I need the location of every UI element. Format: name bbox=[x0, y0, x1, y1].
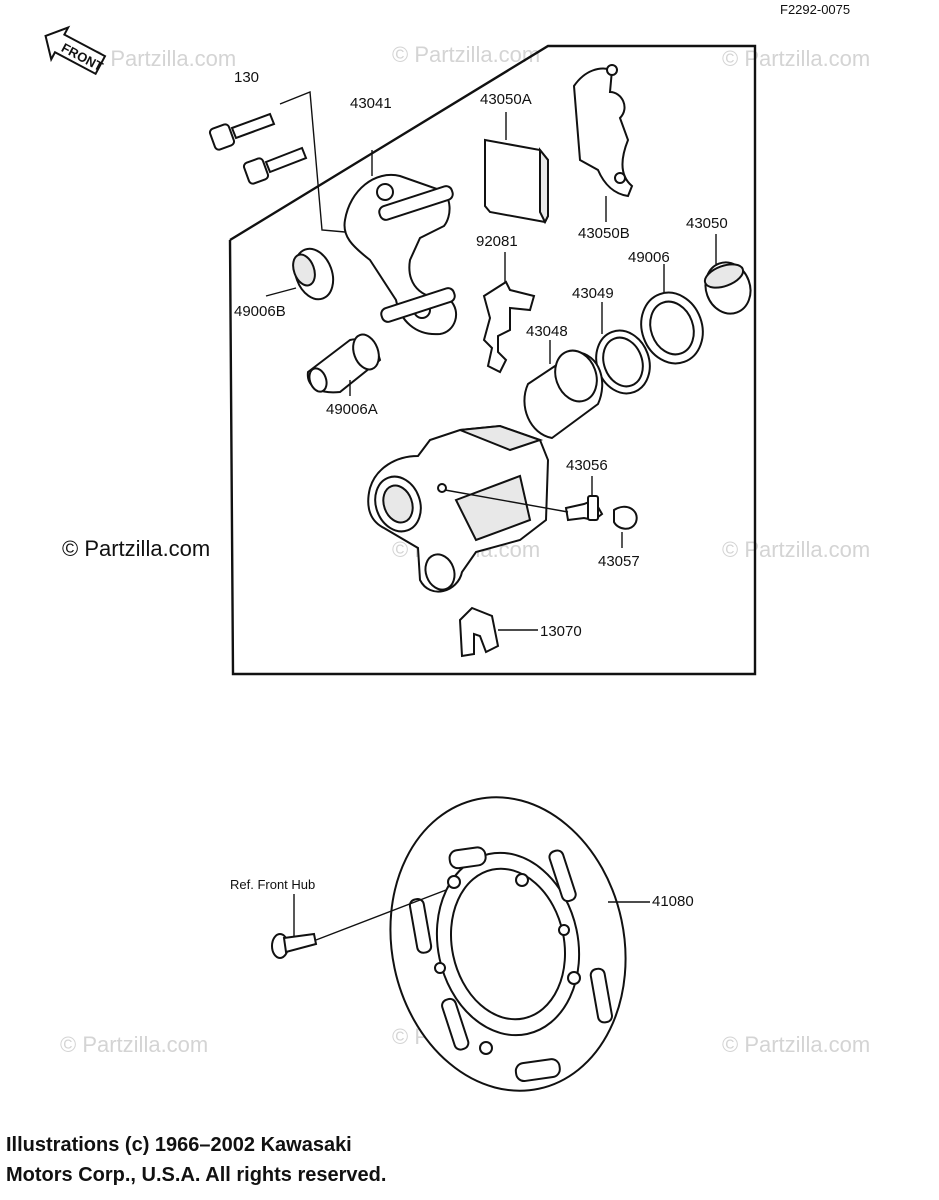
watermark-text: © Partzilla.com bbox=[722, 1032, 870, 1057]
part-49006b-label: 49006B bbox=[234, 303, 286, 320]
part-43041-label: 43041 bbox=[350, 95, 392, 112]
boot-49006a bbox=[306, 333, 382, 394]
watermark-text: © Partzilla.com bbox=[392, 42, 540, 67]
seal-49006 bbox=[640, 291, 704, 365]
part-13070-label: 13070 bbox=[540, 623, 582, 640]
leader-ref-front-hub-axis bbox=[315, 889, 447, 941]
part-49006a-label: 49006A bbox=[326, 401, 378, 418]
part-43057-label: 43057 bbox=[598, 553, 640, 570]
part-41080-label: 41080 bbox=[652, 893, 694, 910]
leader-130 bbox=[279, 90, 346, 233]
bleeder-43056 bbox=[564, 495, 604, 522]
part-49006-label: 49006 bbox=[628, 249, 670, 266]
part-43048-label: 43048 bbox=[526, 323, 568, 340]
seal-43049 bbox=[595, 329, 651, 395]
part-43050a-label: 43050A bbox=[480, 91, 532, 108]
footer-line-1: Illustrations (c) 1966–2002 Kawasaki bbox=[6, 1134, 352, 1156]
disc-screw bbox=[271, 932, 318, 959]
clip-92081 bbox=[482, 280, 536, 374]
caliper-body bbox=[367, 424, 550, 593]
part-92081-label: 92081 bbox=[476, 233, 518, 250]
part-43050-label: 43050 bbox=[686, 215, 728, 232]
leader-43056-axis bbox=[444, 489, 569, 513]
footer-line-2: Motors Corp., U.S.A. All rights reserved… bbox=[6, 1164, 387, 1186]
bolt-130 bbox=[208, 112, 308, 185]
leader-49006b bbox=[265, 287, 297, 297]
watermark-text: © Partzilla.com bbox=[722, 46, 870, 71]
bracket-43041 bbox=[343, 173, 458, 336]
brake-disc-41080 bbox=[389, 796, 627, 1092]
copyright-footer: Illustrations (c) 1966–2002 Kawasaki Mot… bbox=[6, 1130, 386, 1190]
diagram-id: F2292-0075 bbox=[780, 2, 850, 17]
pad-43050a bbox=[484, 138, 549, 225]
part-43056-label: 43056 bbox=[566, 457, 608, 474]
watermark-text: © Partzilla.com bbox=[60, 1032, 208, 1057]
watermark-text: © Partzilla.com bbox=[722, 537, 870, 562]
copyright-overlay: © Partzilla.com bbox=[62, 536, 210, 561]
assembly-frame bbox=[228, 44, 757, 676]
part-43050b-label: 43050B bbox=[578, 225, 630, 242]
cap-43050 bbox=[703, 261, 752, 315]
piston-43048 bbox=[523, 349, 604, 440]
boot-49006b bbox=[292, 247, 335, 301]
spring-13070 bbox=[458, 606, 500, 658]
pad-43050b bbox=[572, 64, 634, 198]
watermark-text: © Partzilla.com bbox=[88, 46, 236, 71]
part-43049-label: 43049 bbox=[572, 285, 614, 302]
part-130-label: 130 bbox=[234, 69, 259, 86]
ref-front-hub-label: Ref. Front Hub bbox=[230, 877, 315, 892]
cap-43057 bbox=[613, 505, 638, 530]
